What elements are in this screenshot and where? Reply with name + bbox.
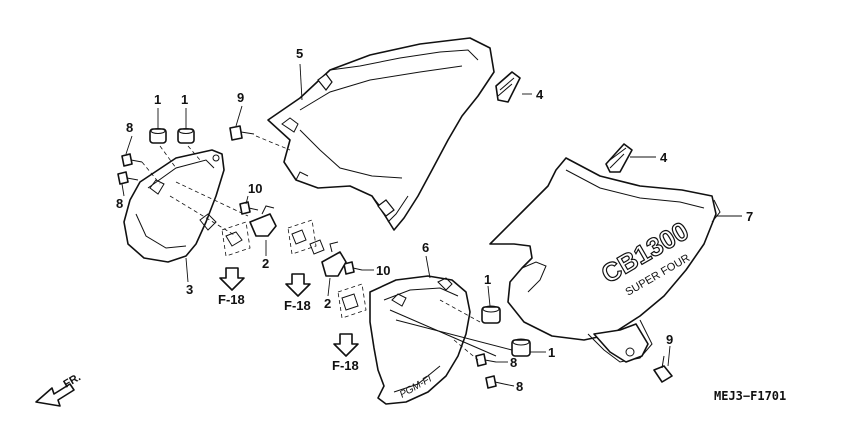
callout-8c: 8 <box>510 355 517 370</box>
clips <box>221 205 367 319</box>
callout-leaders <box>121 63 742 387</box>
callout-1a: 1 <box>154 92 161 107</box>
part-3-left-cover <box>123 149 225 263</box>
callout-6: 6 <box>422 240 429 255</box>
reference-label-c: F-18 <box>332 358 359 373</box>
callout-3: 3 <box>186 282 193 297</box>
callout-4a: 4 <box>536 87 544 102</box>
part-5-upper-cover <box>267 37 495 231</box>
callout-8d: 8 <box>516 379 523 394</box>
callout-2b: 2 <box>324 296 331 311</box>
callout-1c: 1 <box>484 272 491 287</box>
part-7-main-cover: CB1300 SUPER FOUR <box>489 157 721 363</box>
grommets <box>149 128 531 357</box>
callout-5: 5 <box>296 46 303 61</box>
callout-8b: 8 <box>116 196 123 211</box>
callout-9b: 9 <box>666 332 673 347</box>
callout-8a: 8 <box>126 120 133 135</box>
front-direction-label: FR. <box>62 371 83 390</box>
callout-1b: 1 <box>181 92 188 107</box>
callout-numbers: 1 1 9 8 8 5 4 4 7 10 2 2 10 6 1 1 8 8 9 … <box>116 46 753 394</box>
callout-10b: 10 <box>376 263 390 278</box>
callout-10a: 10 <box>248 181 262 196</box>
callout-7: 7 <box>746 209 753 224</box>
reference-arrows <box>219 267 359 357</box>
reference-labels: F-18 F-18 F-18 <box>218 292 359 373</box>
callout-9a: 9 <box>237 90 244 105</box>
front-direction-arrow: FR. <box>35 371 83 407</box>
callout-2a: 2 <box>262 256 269 271</box>
rubber-pads <box>495 71 633 173</box>
reference-label-a: F-18 <box>218 292 245 307</box>
bolts <box>117 125 673 389</box>
assembly-lines <box>141 135 513 361</box>
reference-label-b: F-18 <box>284 298 311 313</box>
drawing-code: MEJ3−F1701 <box>714 389 786 403</box>
callout-4b: 4 <box>660 150 668 165</box>
callout-1d: 1 <box>548 345 555 360</box>
part-6-lower-cover: PGM-FI <box>369 275 471 405</box>
